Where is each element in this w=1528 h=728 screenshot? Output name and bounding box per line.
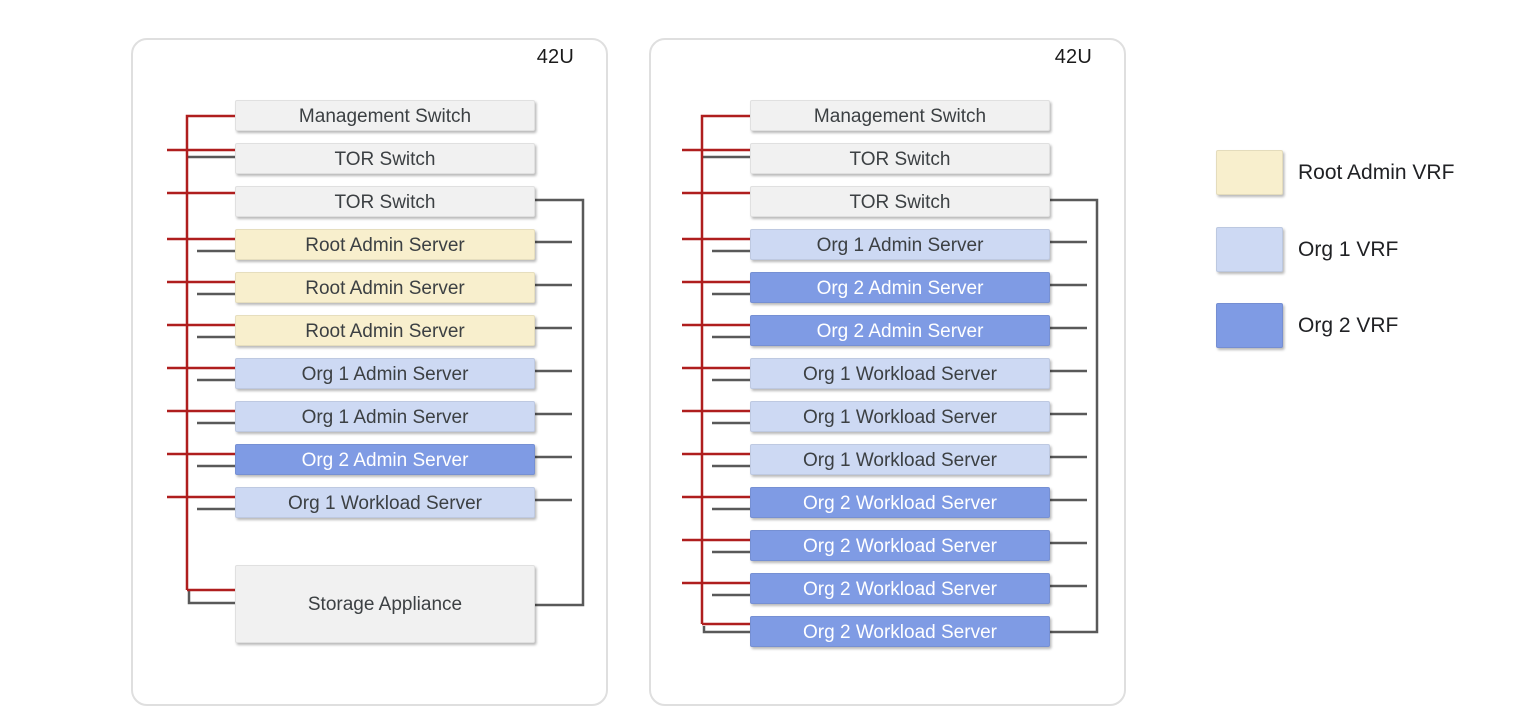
rack2-unit-org1-workload-server: Org 1 Workload Server [750, 444, 1050, 475]
rack2-unit-org2-admin-server: Org 2 Admin Server [750, 315, 1050, 346]
legend-label: Org 2 VRF [1298, 313, 1399, 337]
legend-swatch-org2-vrf [1216, 303, 1283, 348]
rack2-unit-org2-admin-server: Org 2 Admin Server [750, 272, 1050, 303]
rack2-unit-org2-workload-server: Org 2 Workload Server [750, 487, 1050, 518]
rack1-unit-root-admin-server: Root Admin Server [235, 272, 535, 303]
rack1-unit-org1-admin-server: Org 1 Admin Server [235, 401, 535, 432]
rack2-unit-org2-workload-server: Org 2 Workload Server [750, 530, 1050, 561]
rack1-unit-org1-workload-server: Org 1 Workload Server [235, 487, 535, 518]
rack2-unit-org2-workload-server: Org 2 Workload Server [750, 616, 1050, 647]
legend-label: Org 1 VRF [1298, 237, 1399, 261]
rack2-unit-tor-switch: TOR Switch [750, 186, 1050, 217]
legend-label: Root Admin VRF [1298, 160, 1455, 184]
rack1-unit-tor-switch: TOR Switch [235, 143, 535, 174]
rack1-unit-root-admin-server: Root Admin Server [235, 229, 535, 260]
rack2-unit-org1-workload-server: Org 1 Workload Server [750, 401, 1050, 432]
legend-item-org2-vrf: Org 2 VRF [1216, 303, 1398, 348]
rack2-unit-org2-workload-server: Org 2 Workload Server [750, 573, 1050, 604]
rack1-unit-root-admin-server: Root Admin Server [235, 315, 535, 346]
rack2-unit-management-switch: Management Switch [750, 100, 1050, 131]
rack2-unit-org1-workload-server: Org 1 Workload Server [750, 358, 1050, 389]
rack1-unit-org2-admin-server: Org 2 Admin Server [235, 444, 535, 475]
legend-swatch-org1-vrf [1216, 227, 1283, 272]
rack-1-capacity-label: 42U [536, 46, 574, 68]
rack-2-capacity-label: 42U [1054, 46, 1092, 68]
rack2-unit-org1-admin-server: Org 1 Admin Server [750, 229, 1050, 260]
legend-item-root-admin-vrf: Root Admin VRF [1216, 150, 1454, 195]
legend-item-org1-vrf: Org 1 VRF [1216, 227, 1398, 272]
rack2-unit-tor-switch: TOR Switch [750, 143, 1050, 174]
rack1-unit-tor-switch: TOR Switch [235, 186, 535, 217]
rack1-unit-storage-appliance: Storage Appliance [235, 565, 535, 643]
rack1-unit-management-switch: Management Switch [235, 100, 535, 131]
legend-swatch-root-admin-vrf [1216, 150, 1283, 195]
rack1-unit-org1-admin-server: Org 1 Admin Server [235, 358, 535, 389]
